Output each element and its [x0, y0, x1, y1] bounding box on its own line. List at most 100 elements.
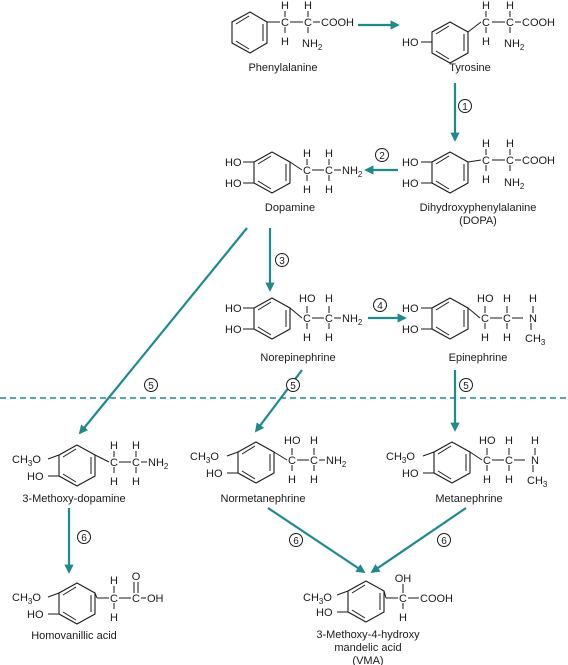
benzene-ring — [253, 151, 291, 194]
atom-c: C — [310, 455, 318, 467]
atom-ho: HO — [225, 178, 242, 190]
atom-cooh: COOH — [522, 155, 555, 167]
atom-cooh: COOH — [420, 593, 453, 605]
benzene-ring — [433, 441, 471, 484]
atom-h: H — [310, 474, 318, 486]
atom-c: C — [304, 17, 312, 29]
atom-ch3: CH3 — [525, 333, 546, 347]
atom-h: H — [482, 138, 490, 150]
atom-ch3o: CH3O — [386, 451, 415, 465]
atom-cooh: COOH — [522, 17, 555, 29]
atom-h: H — [303, 148, 311, 160]
atom-h: H — [110, 476, 118, 488]
atom-ho: HO — [402, 303, 419, 315]
label-vma: 3-Methoxy-4-hydroxy — [316, 629, 420, 641]
label-tyrosine: Tyrosine — [449, 62, 491, 74]
svg-text:5: 5 — [290, 381, 296, 392]
atom-ho: HO — [225, 324, 242, 336]
atom-c: C — [505, 455, 513, 467]
atom-c: C — [281, 17, 289, 29]
step-marker: 5 — [144, 378, 158, 392]
atom-h: H — [325, 332, 333, 344]
svg-text:2: 2 — [379, 151, 385, 162]
step-marker: 4 — [373, 298, 387, 312]
step-marker: 6 — [77, 530, 91, 544]
atom-h: H — [132, 440, 140, 452]
atom-c: C — [132, 457, 140, 469]
atom-ho: HO — [225, 303, 242, 315]
atom-h: H — [304, 0, 312, 12]
benzene-ring — [58, 444, 96, 487]
svg-text:6: 6 — [293, 536, 299, 547]
atom-c: C — [303, 165, 311, 177]
atom-nh: NH2 — [504, 177, 525, 191]
atom-oh: OH — [395, 573, 412, 585]
step-marker: 5 — [286, 378, 300, 392]
atom-nh: NH2 — [302, 38, 323, 52]
atom-h: H — [506, 138, 514, 150]
atom-c: C — [482, 17, 490, 29]
atom-h: H — [399, 612, 407, 624]
atom-ho: HO — [316, 607, 333, 619]
atom-ch3o: CH3O — [190, 451, 219, 465]
svg-text:3: 3 — [279, 256, 285, 267]
benzene-ring — [431, 151, 469, 194]
atom-h: H — [110, 575, 118, 587]
atom-h: H — [110, 440, 118, 452]
atom-h: H — [303, 332, 311, 344]
atom-o: O — [132, 571, 141, 583]
atom-c: C — [482, 155, 490, 167]
epinephrine-structure: HO HO HO C H H C H H N CH3 — [402, 293, 546, 347]
svg-text:1: 1 — [462, 102, 468, 113]
atom-c: C — [288, 455, 296, 467]
step-marker: 2 — [375, 148, 389, 162]
atom-h: H — [503, 293, 511, 305]
atom-n: N — [529, 313, 537, 325]
atom-c: C — [110, 593, 118, 605]
label-dopa-abbrev: (DOPA) — [459, 215, 497, 227]
atom-ch3o: CH3O — [303, 592, 332, 606]
atom-c: C — [483, 455, 491, 467]
atom-c: C — [303, 313, 311, 325]
atom-n: N — [531, 455, 539, 467]
svg-text:5: 5 — [463, 381, 469, 392]
atom-ho: HO — [402, 37, 419, 49]
arrow-dopamine-to-methoxy-dopamine — [78, 227, 248, 435]
atom-ho: HO — [479, 435, 496, 447]
methoxy-dopamine-structure: CH3O HO H C H H C H NH2 — [12, 440, 169, 488]
atom-h: H — [110, 612, 118, 624]
atom-oh: OH — [147, 593, 164, 605]
atom-h: H — [325, 148, 333, 160]
atom-h: H — [529, 293, 537, 305]
atom-h: H — [281, 36, 289, 48]
atom-h: H — [483, 474, 491, 486]
atom-c: C — [506, 17, 514, 29]
atom-c: C — [132, 593, 140, 605]
atom-h: H — [482, 174, 490, 186]
step-marker: 6 — [437, 533, 451, 547]
atom-nh: NH2 — [148, 457, 169, 471]
label-vma-abbrev: (VMA) — [352, 655, 383, 665]
label-metanephrine: Metanephrine — [435, 493, 502, 505]
atom-h: H — [503, 332, 511, 344]
benzene-ring — [431, 297, 469, 340]
atom-ho: HO — [477, 293, 494, 305]
atom-c: C — [399, 593, 407, 605]
svg-text:6: 6 — [81, 533, 87, 544]
atom-h: H — [506, 0, 514, 12]
atom-h: H — [303, 184, 311, 196]
atom-h: H — [531, 435, 539, 447]
atom-h: H — [481, 332, 489, 344]
atom-nh: NH2 — [342, 165, 363, 179]
vma-structure: CH3O HO OH C H COOH — [303, 573, 453, 624]
atom-ch3o: CH3O — [12, 592, 41, 606]
atom-ho: HO — [27, 471, 44, 483]
atom-ho: HO — [402, 468, 419, 480]
label-dopamine: Dopamine — [265, 202, 315, 214]
atom-ho: HO — [402, 157, 419, 169]
dopa-structure: HO HO H C H H C NH2 COOH — [402, 138, 555, 194]
label-epinephrine: Epinephrine — [449, 352, 508, 364]
atom-ho: HO — [402, 178, 419, 190]
atom-ho: HO — [225, 157, 242, 169]
